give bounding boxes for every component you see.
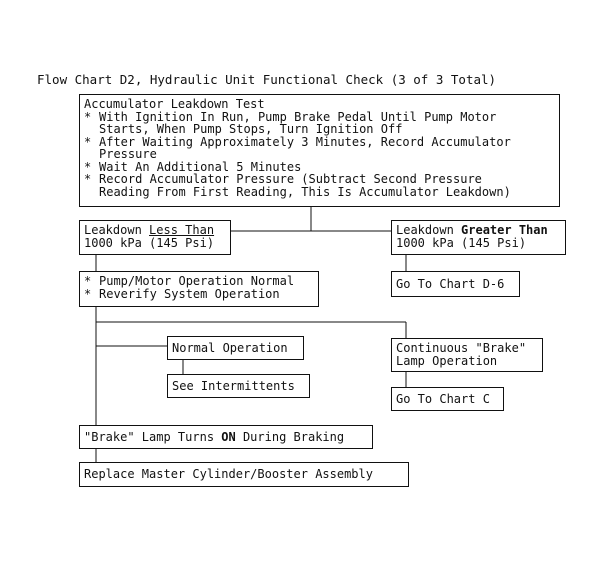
pump-item-1: * Pump/Motor Operation Normal — [84, 275, 314, 288]
bullet-star: * — [84, 134, 92, 149]
bullet-star: * — [84, 159, 92, 174]
leakdown-less-than-box: Leakdown Less Than 1000 kPa (145 Psi) — [79, 220, 231, 255]
test-step-4: * Record Accumulator Pressure (Subtract … — [84, 173, 555, 198]
continuous-line-1: Continuous "Brake" — [396, 341, 527, 355]
test-step-2-line-1: After Waiting Approximately 3 Minutes, R… — [99, 134, 511, 149]
bullet-star: * — [84, 109, 92, 124]
brake-lamp-emphasis: ON — [221, 430, 236, 444]
see-intermittents-box: See Intermittents — [167, 374, 310, 398]
leakdown-greater-than-box: Leakdown Greater Than 1000 kPa (145 Psi) — [391, 220, 566, 255]
test-step-1: * With Ignition In Run, Pump Brake Pedal… — [84, 109, 555, 136]
less-than-line-1: Leakdown Less Than — [84, 224, 226, 237]
bullet-star: * — [84, 274, 92, 288]
leakdown-test-box: Accumulator Leakdown Test * With Ignitio… — [79, 94, 560, 207]
test-step-3-line-1: Wait An Additional 5 Minutes — [99, 159, 302, 174]
less-than-emphasis: Less Than — [149, 223, 215, 237]
brake-lamp-line: "Brake" Lamp Turns ON During Braking — [84, 431, 368, 444]
normal-operation-box: Normal Operation — [167, 336, 304, 360]
go-to-chart-d6-text: Go To Chart D-6 — [396, 277, 505, 291]
leakdown-test-heading: Accumulator Leakdown Test — [84, 97, 265, 111]
less-than-line-2: 1000 kPa (145 Psi) — [84, 235, 215, 250]
greater-than-line-1: Leakdown Greater Than — [396, 224, 561, 237]
continuous-brake-lamp-box: Continuous "Brake" Lamp Operation — [391, 338, 543, 372]
greater-than-emphasis: Greater Than — [461, 223, 548, 237]
test-step-2: * After Waiting Approximately 3 Minutes,… — [84, 134, 555, 161]
bullet-star: * — [84, 286, 92, 301]
normal-operation-text: Normal Operation — [172, 341, 288, 355]
test-step-1-line-1: With Ignition In Run, Pump Brake Pedal U… — [99, 109, 497, 124]
brake-lamp-on-box: "Brake" Lamp Turns ON During Braking — [79, 425, 373, 449]
replace-master-cylinder-box: Replace Master Cylinder/Booster Assembly — [79, 462, 409, 487]
pump-item-2: * Reverify System Operation — [84, 286, 314, 301]
test-step-4-line-2: Reading From First Reading, This Is Accu… — [99, 184, 511, 199]
greater-than-line-2: 1000 kPa (145 Psi) — [396, 235, 527, 250]
test-step-4-line-1: Record Accumulator Pressure (Subtract Se… — [99, 172, 482, 186]
continuous-line-2: Lamp Operation — [396, 353, 498, 368]
go-to-chart-c-box: Go To Chart C — [391, 387, 504, 411]
pump-item-1-text: Pump/Motor Operation Normal — [99, 274, 295, 288]
pump-motor-normal-box: * Pump/Motor Operation Normal * Reverify… — [79, 271, 319, 307]
test-step-2-line-2: Pressure — [99, 147, 157, 161]
test-step-1-line-2: Starts, When Pump Stops, Turn Ignition O… — [99, 122, 403, 136]
pump-item-2-text: Reverify System Operation — [99, 286, 280, 301]
brake-lamp-prefix: "Brake" Lamp Turns — [84, 430, 222, 444]
go-to-chart-d6-box: Go To Chart D-6 — [391, 271, 520, 297]
bullet-star: * — [84, 172, 92, 186]
see-intermittents-text: See Intermittents — [172, 379, 295, 393]
replace-master-cylinder-text: Replace Master Cylinder/Booster Assembly — [84, 467, 373, 481]
greater-than-prefix: Leakdown — [396, 223, 462, 237]
chart-title: Flow Chart D2, Hydraulic Unit Functional… — [37, 72, 497, 87]
go-to-chart-c-text: Go To Chart C — [396, 392, 490, 406]
less-than-prefix: Leakdown — [84, 223, 150, 237]
brake-lamp-suffix: During Braking — [235, 430, 345, 444]
test-step-3: * Wait An Additional 5 Minutes — [84, 159, 555, 174]
